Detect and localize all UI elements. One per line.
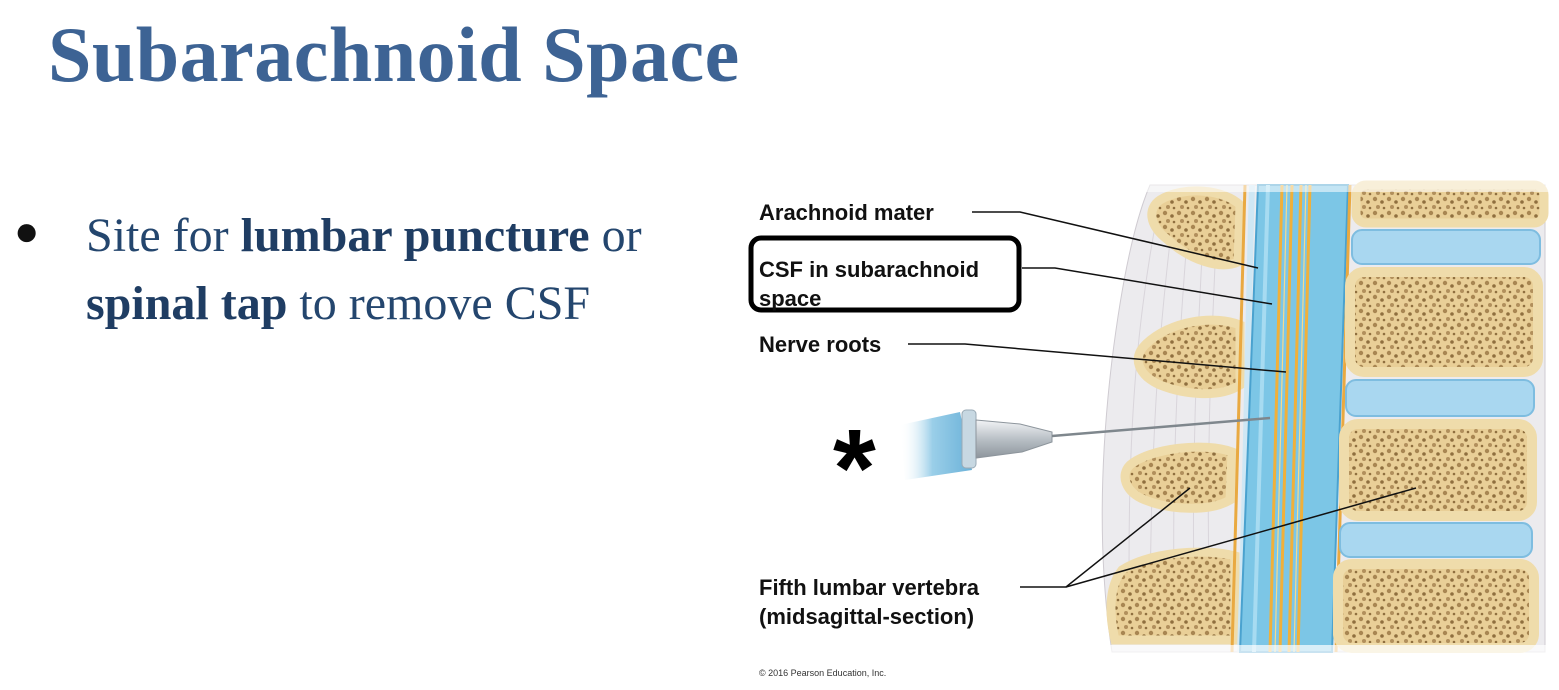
- csf-highlight-box: [748, 235, 1022, 313]
- leader-lines: [908, 211, 1417, 588]
- vertebral-body-3: [1339, 419, 1537, 521]
- nerve-roots: [1268, 184, 1312, 653]
- vertebral-body-4: [1333, 559, 1539, 653]
- slide-title: Subarachnoid Space: [48, 11, 740, 98]
- bullet-text-part1: Site for: [86, 209, 241, 262]
- bullet-text-part3: to remove CSF: [287, 277, 591, 330]
- label-nerve-roots: Nerve roots: [759, 332, 881, 357]
- vertebral-body-2: [1345, 267, 1543, 377]
- asterisk-marker: *: [833, 407, 876, 530]
- label-vertebra-line1: Fifth lumbar vertebra: [759, 575, 980, 600]
- needle: [1051, 416, 1271, 438]
- spinous-process-3: [1120, 442, 1237, 513]
- label-csf-line1: CSF in subarachnoid: [759, 257, 979, 282]
- bullet-dot: ●: [14, 209, 40, 255]
- intervertebral-disc-3: [1339, 522, 1533, 558]
- label-csf-line2: space: [759, 286, 821, 311]
- bullet-text: Site for lumbar puncture or spinal tap t…: [86, 202, 686, 338]
- label-vertebra-line2: (midsagittal-section): [759, 604, 974, 629]
- label-arachnoid-mater: Arachnoid mater: [759, 200, 934, 225]
- copyright-text: © 2016 Pearson Education, Inc.: [759, 668, 886, 678]
- intervertebral-disc-1: [1351, 229, 1541, 265]
- bullet-text-part2: or: [589, 209, 642, 262]
- bullet-bold-spinal-tap: spinal tap: [86, 277, 288, 330]
- intervertebral-disc-2: [1345, 379, 1535, 417]
- bullet-bold-lumbar-puncture: lumbar puncture: [240, 209, 590, 262]
- spinous-process-4: [1106, 547, 1240, 645]
- syringe: [900, 409, 1271, 480]
- spinous-process-2: [1133, 315, 1245, 399]
